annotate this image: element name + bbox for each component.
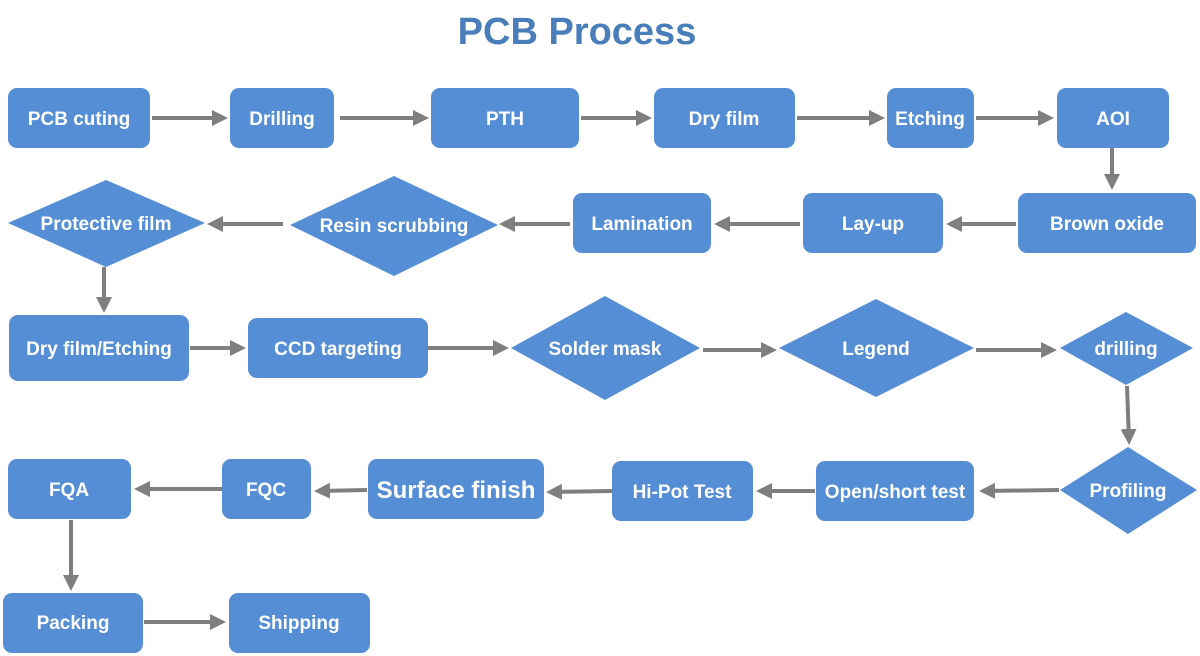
step-box [9,315,189,381]
step-label: CCD targeting [274,339,402,360]
step-diamond [511,296,700,400]
step-label: Drilling [249,109,314,130]
step-dry-film: Dry film [654,88,795,148]
step-box [816,461,974,521]
step-drilling-2: drilling [1060,312,1193,385]
step-brown-oxide: Brown oxide [1018,193,1196,253]
step-dry-film-etching: Dry film/Etching [9,315,189,381]
step-box [431,88,579,148]
step-label: Open/short test [825,482,966,503]
step-hi-pot-test: Hi-Pot Test [612,461,753,521]
step-label: Protective film [41,214,172,235]
step-label: PTH [486,109,524,130]
step-label: Etching [895,109,965,130]
step-box [222,459,311,519]
step-box [229,593,370,653]
step-box [887,88,974,148]
step-label: Surface finish [377,477,536,504]
step-open-short-test: Open/short test [816,461,974,521]
step-diamond [1060,447,1197,534]
step-profiling: Profiling [1060,447,1197,534]
step-box [368,459,544,519]
step-packing: Packing [3,593,143,653]
step-legend: Legend [779,299,974,397]
step-pth: PTH [431,88,579,148]
step-label: FQC [246,480,286,501]
page-title: PCB Process [458,11,697,53]
step-box [654,88,795,148]
arrow-profiling-openshort [979,482,1060,499]
step-diamond [290,176,498,276]
step-box [8,459,131,519]
step-resin-scrubbing: Resin scrubbing [290,176,498,276]
step-label: Legend [842,339,910,360]
step-shipping: Shipping [229,593,370,653]
step-label: Dry film [689,109,760,130]
step-label: Packing [37,613,110,634]
step-label: Solder mask [549,339,662,360]
step-label: AOI [1096,109,1130,130]
step-box [612,461,753,521]
arrow-drilling2-profiling [1120,385,1137,445]
step-label: Lamination [591,214,692,235]
step-diamond [779,299,974,397]
step-drilling: Drilling [230,88,334,148]
step-diamond [8,180,205,267]
connectors [63,110,1137,630]
arrow-hipot-surface [546,483,613,500]
step-label: Profiling [1089,481,1166,502]
step-box [3,593,143,653]
step-label: Dry film/Etching [26,339,172,360]
step-box [803,193,943,253]
step-fqc: FQC [222,459,311,519]
step-label: PCB cuting [28,109,130,130]
step-lay-up: Lay-up [803,193,943,253]
step-box [230,88,334,148]
step-protective-film: Protective film [8,180,205,267]
step-fqa: FQA [8,459,131,519]
step-pcb-cuting: PCB cuting [8,88,150,148]
step-box [1057,88,1169,148]
step-label: Resin scrubbing [320,216,469,237]
step-box [1018,193,1196,253]
step-ccd-targeting: CCD targeting [248,318,428,378]
step-surface-finish: Surface finish [368,459,544,519]
arrow-surface-fqc [314,482,368,499]
step-label: Brown oxide [1050,214,1164,235]
step-aoi: AOI [1057,88,1169,148]
step-diamond [1060,312,1193,385]
step-lamination: Lamination [573,193,711,253]
step-label: Lay-up [842,214,904,235]
step-etching: Etching [887,88,974,148]
step-label: FQA [49,480,89,501]
step-box [8,88,150,148]
step-label: drilling [1094,339,1157,360]
step-box [248,318,428,378]
step-solder-mask: Solder mask [511,296,700,400]
step-box [573,193,711,253]
step-label: Hi-Pot Test [633,482,733,503]
step-label: Shipping [258,613,339,634]
